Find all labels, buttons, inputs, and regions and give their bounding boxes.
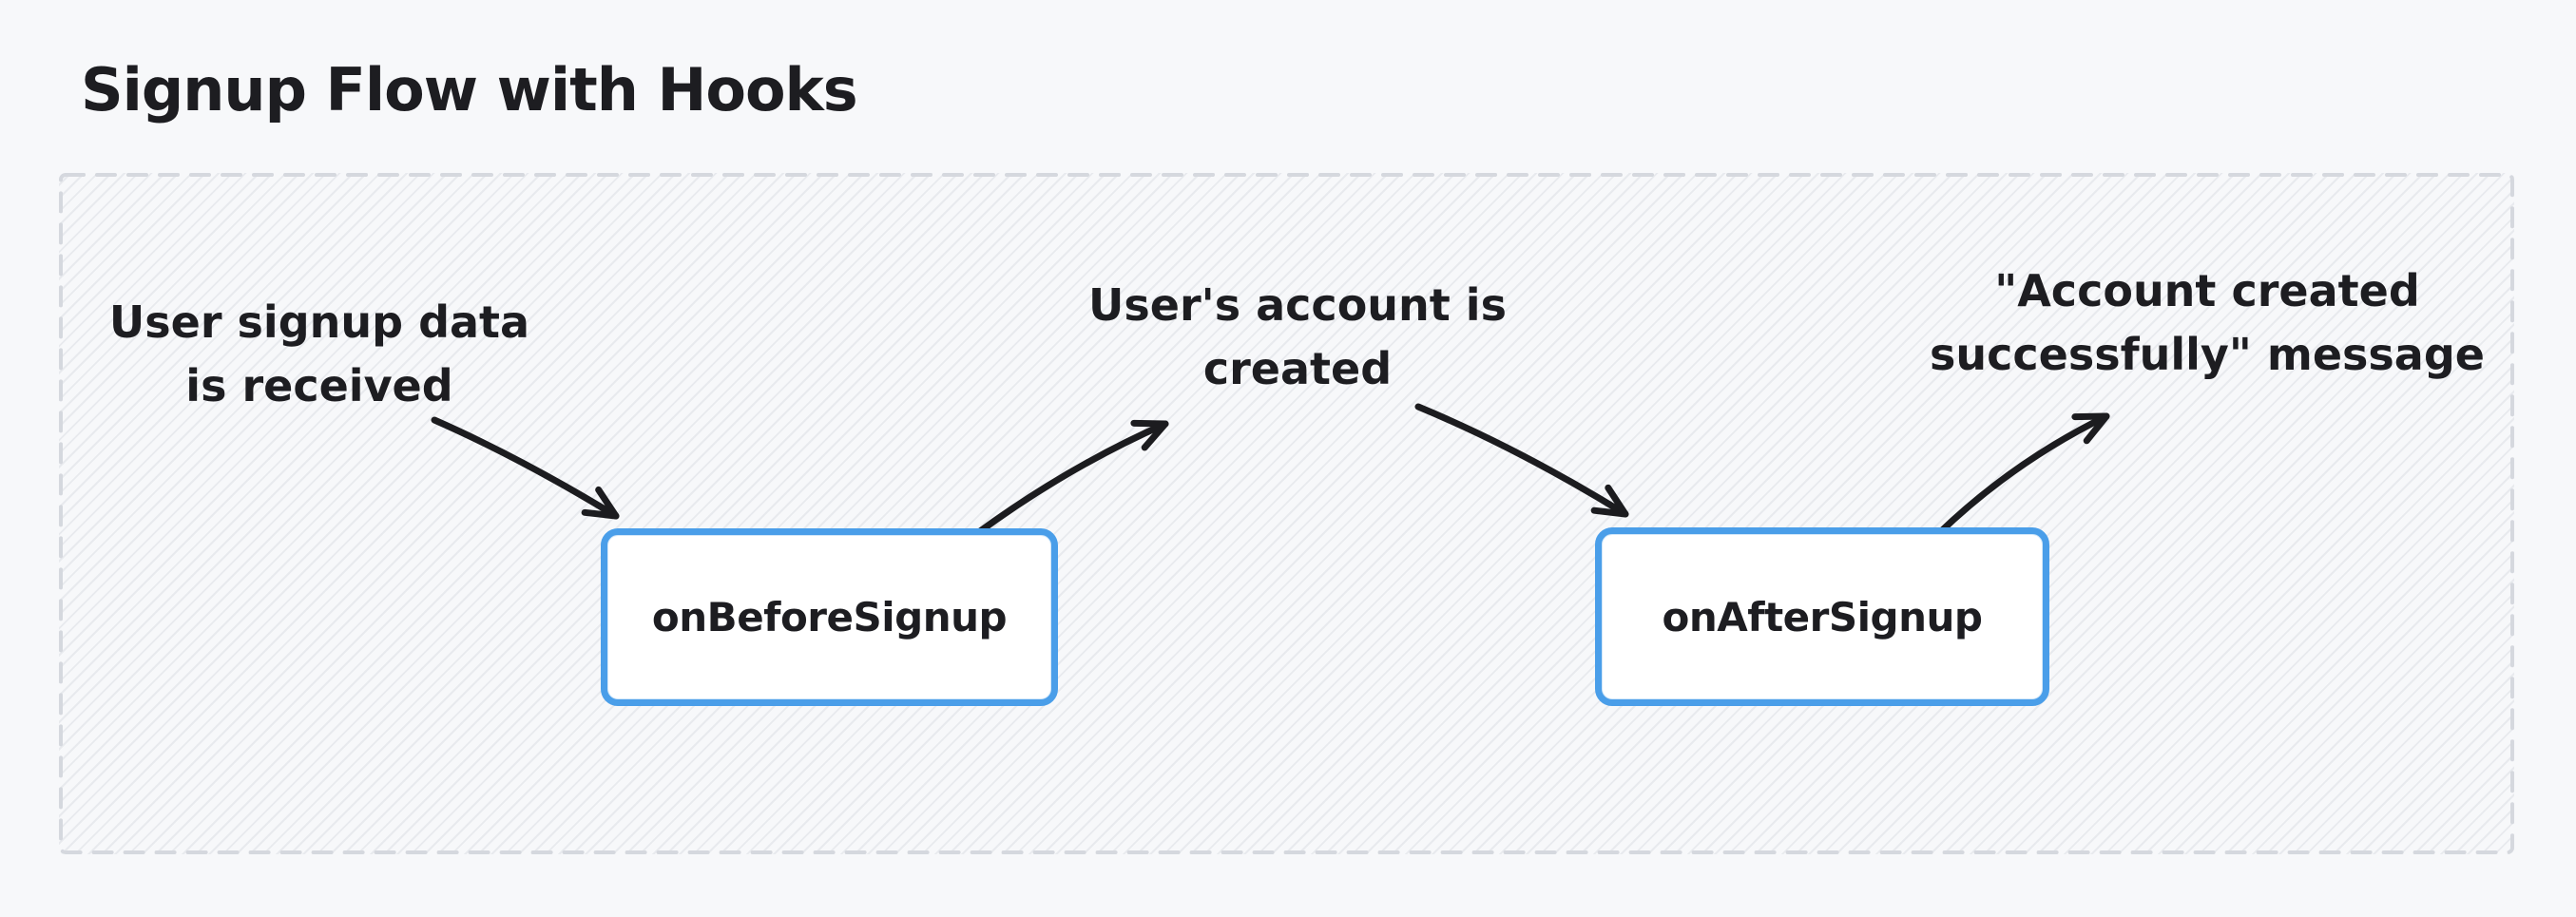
diagram-title: Signup Flow with Hooks (81, 55, 858, 124)
node-on-after-signup-label: onAfterSignup (1662, 593, 1983, 640)
annotation-account-created: User's account is created (1088, 279, 1507, 394)
node-on-after-signup: onAfterSignup (1595, 527, 2049, 706)
annotation-success-message: "Account created successfully" message (1930, 265, 2485, 380)
node-on-before-signup: onBeforeSignup (601, 528, 1058, 706)
node-on-before-signup-label: onBeforeSignup (651, 594, 1008, 640)
annotation-signup-data-received: User signup data is received (108, 296, 530, 411)
